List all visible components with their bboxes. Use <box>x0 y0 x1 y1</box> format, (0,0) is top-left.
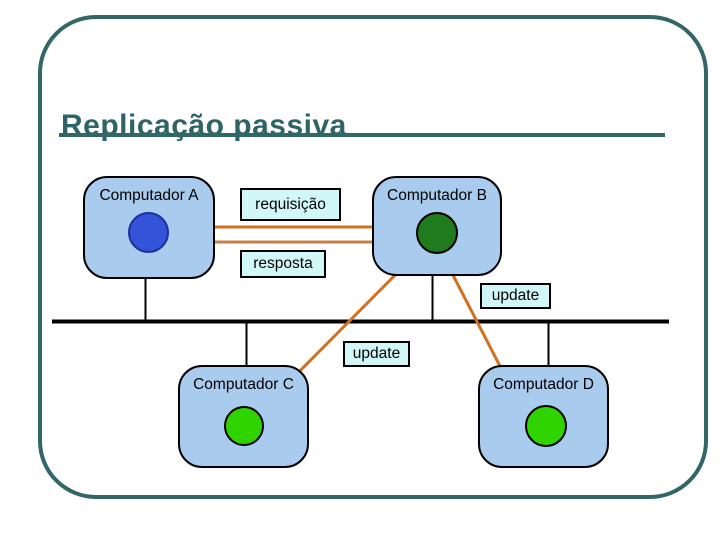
computer-a-replica-circle <box>128 212 169 253</box>
computer-b-replica-circle <box>416 212 458 254</box>
request-message-label: requisição <box>240 188 341 221</box>
computer-d-label: Computador D <box>493 376 594 393</box>
computer-d-replica-circle <box>525 405 567 447</box>
slide-border-frame <box>38 15 708 499</box>
slide-title: Replicação passiva <box>61 109 347 143</box>
computer-c-replica-circle <box>224 406 264 446</box>
update-message-label-bottom: update <box>343 341 410 367</box>
computer-a-label: Computador A <box>99 187 199 204</box>
update-message-label-right: update <box>480 283 551 309</box>
response-message-label: resposta <box>240 250 326 278</box>
computer-c-label: Computador C <box>193 376 294 393</box>
computer-b-label: Computador B <box>387 187 487 204</box>
computer-d-box: Computador D <box>478 365 609 468</box>
title-underline <box>59 133 665 137</box>
